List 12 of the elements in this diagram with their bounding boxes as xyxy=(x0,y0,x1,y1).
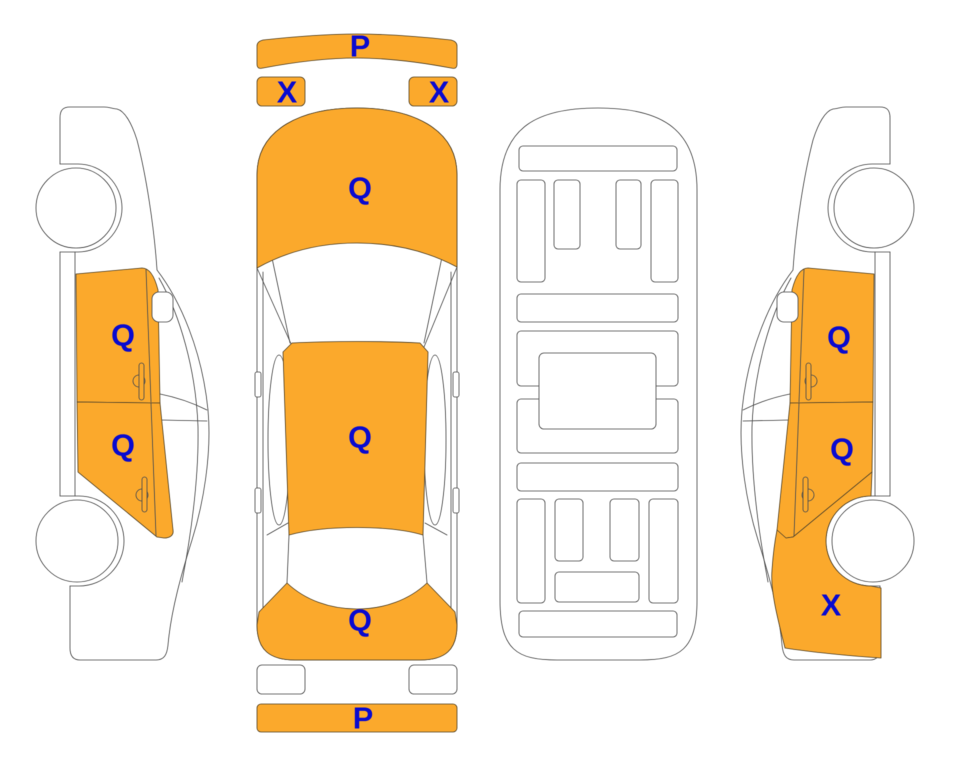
body-panel: Q xyxy=(76,402,174,538)
body-panel: X xyxy=(408,76,458,106)
body-panel: Q xyxy=(790,268,874,404)
body-panel: P xyxy=(256,704,458,732)
body-panel: X xyxy=(771,472,882,658)
body-panel: Q xyxy=(76,268,160,404)
body-panel: X xyxy=(256,76,306,106)
body-panel: P xyxy=(256,34,458,69)
body-panel: Q xyxy=(256,582,458,660)
body-panel: Q xyxy=(282,341,428,536)
body-panel: Q xyxy=(256,108,458,268)
body-panel: Q xyxy=(776,402,874,538)
